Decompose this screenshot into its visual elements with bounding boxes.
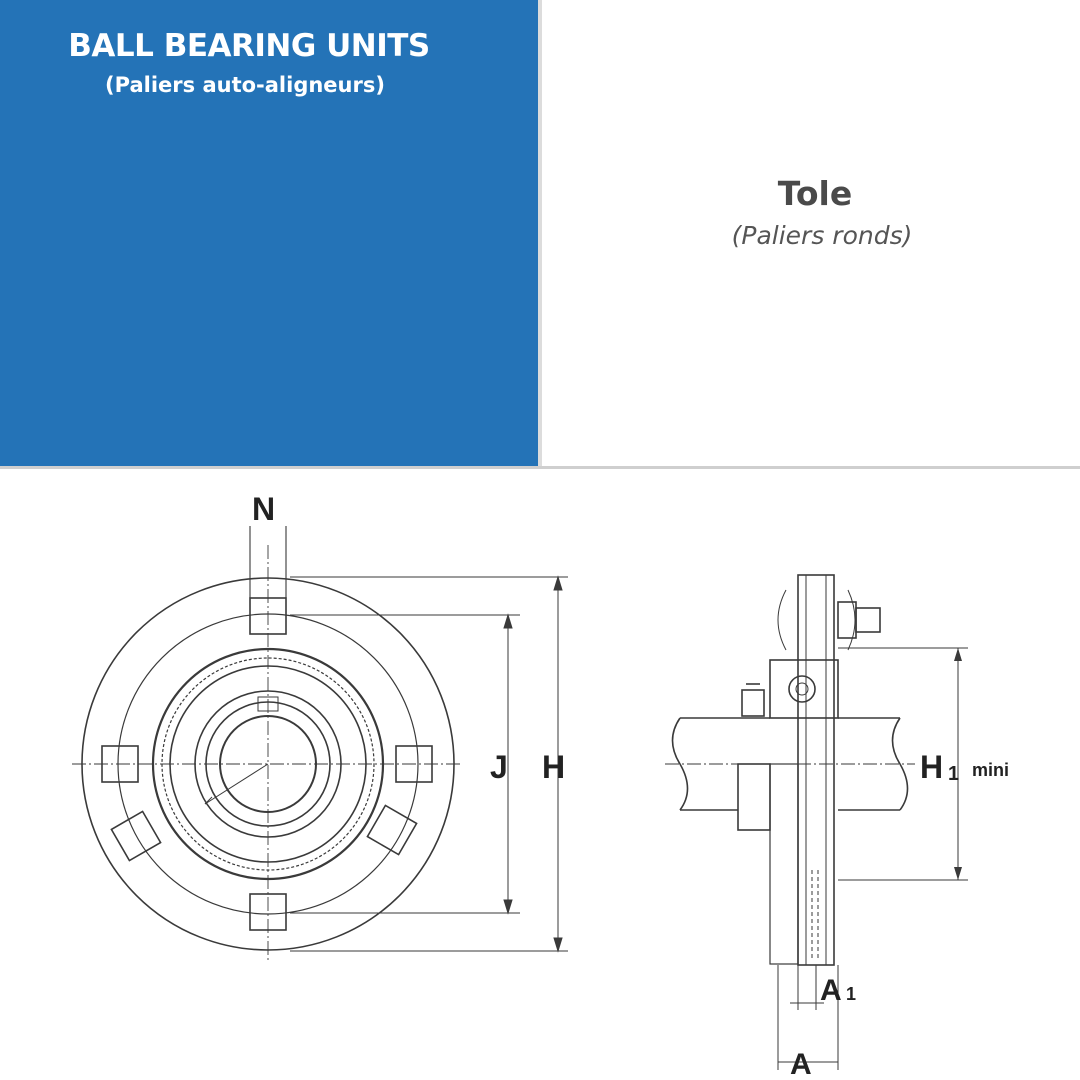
dimension-lines bbox=[290, 575, 568, 953]
label-a: A bbox=[790, 1048, 812, 1080]
product-title: Tole bbox=[777, 174, 853, 213]
label-h1-suffix: mini bbox=[972, 760, 1009, 780]
technical-drawing: N J H H 1 mini A 1 A bbox=[72, 491, 1009, 1080]
horizontal-divider bbox=[0, 466, 1080, 469]
label-h1-subscript: 1 bbox=[948, 763, 959, 785]
label-a1-subscript: 1 bbox=[846, 984, 856, 1004]
product-subtitle: (Paliers ronds) bbox=[731, 221, 913, 250]
label-h1: H bbox=[920, 749, 943, 785]
label-h: H bbox=[542, 749, 565, 785]
vertical-divider bbox=[538, 0, 542, 466]
page-title: BALL BEARING UNITS bbox=[68, 28, 430, 64]
header-panel bbox=[0, 0, 538, 466]
front-view bbox=[72, 526, 462, 962]
page-subtitle: (Paliers auto-aligneurs) bbox=[105, 73, 385, 97]
label-a1: A bbox=[820, 974, 842, 1007]
product-panel bbox=[542, 0, 1080, 466]
label-j: J bbox=[490, 749, 508, 785]
side-view bbox=[665, 574, 968, 1070]
label-n: N bbox=[252, 491, 275, 527]
